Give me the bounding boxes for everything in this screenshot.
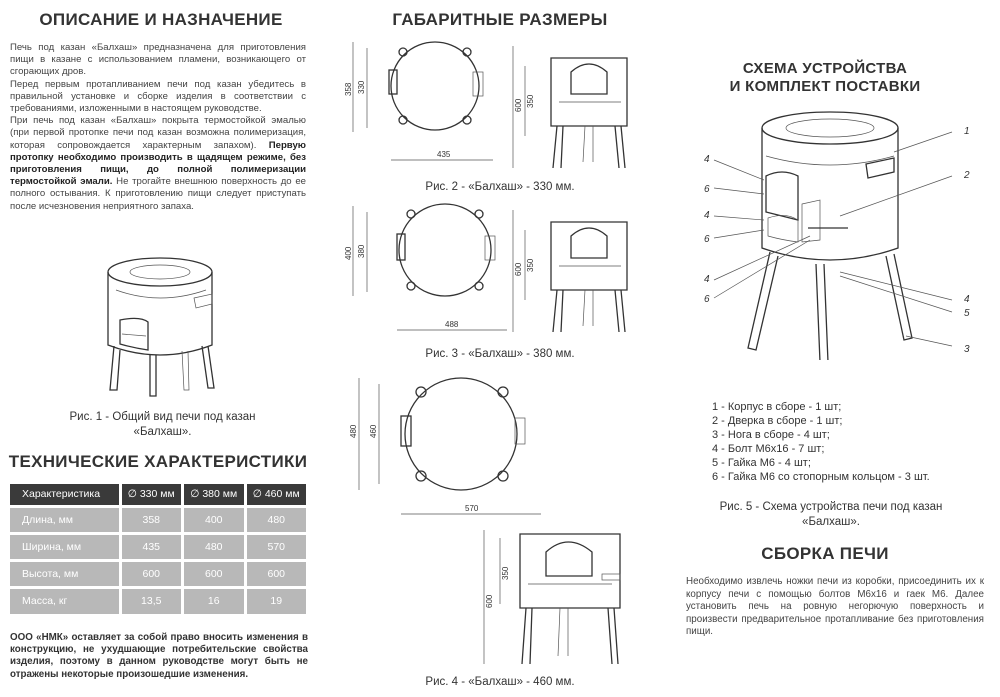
figure-2-drawing: 358 330 435 350 600: [345, 41, 628, 169]
table-row: Длина, мм 358 400 480: [10, 504, 306, 533]
callout-6-b: 6: [704, 234, 710, 245]
table-row: Ширина, мм 435 480 570: [10, 531, 306, 560]
callout-4-c: 4: [704, 274, 710, 285]
figure-5-caption: Рис. 5 - Схема устройства печи под казан…: [719, 501, 943, 528]
list-item: 3 - Нога в сборе - 4 шт;: [712, 429, 830, 441]
fig2-dim-outer: 358: [345, 82, 353, 96]
table-header-row: Характеристика ∅ 330 мм ∅ 380 мм ∅ 460 м…: [10, 484, 306, 506]
table-cell: 480: [181, 531, 245, 560]
scheme-title-line1: СХЕМА УСТРОЙСТВА: [742, 60, 908, 77]
fig3-dim-outer: 400: [345, 246, 353, 260]
figure-4-caption: Рис. 4 - «Балхаш» - 460 мм.: [425, 676, 575, 688]
dimensions-title: ГАБАРИТНЫЕ РАЗМЕРЫ: [392, 10, 608, 29]
table-cell: 480: [243, 504, 306, 533]
callout-4-b: 4: [704, 210, 710, 221]
callout-6-c: 6: [704, 294, 710, 305]
fig4-dim-width: 570: [465, 504, 479, 513]
description-p1: Печь под казан «Балхаш» предназначена дл…: [10, 42, 306, 78]
fig2-dim-h1: 350: [526, 94, 535, 108]
fig2-dim-width: 435: [437, 150, 451, 159]
table-cell: 358: [118, 504, 183, 533]
list-item: 2 - Дверка в сборе - 1 шт;: [712, 415, 843, 427]
table-row: Высота, мм 600 600 600: [10, 558, 306, 587]
fig4-dim-h2: 600: [485, 594, 494, 608]
assembly-title: СБОРКА ПЕЧИ: [761, 544, 889, 563]
list-item: 6 - Гайка М6 со стопорным кольцом - 3 шт…: [712, 471, 930, 483]
table-cell: 600: [243, 558, 306, 587]
table-cell: 600: [118, 558, 183, 587]
list-item: 5 - Гайка М6 - 4 шт;: [712, 457, 811, 469]
table-cell: Ширина, мм: [10, 531, 120, 560]
figure-3-caption: Рис. 3 - «Балхаш» - 380 мм.: [425, 348, 575, 360]
callout-5: 5: [964, 308, 970, 319]
callout-2: 2: [963, 170, 970, 181]
table-header-cell: ∅ 330 мм: [118, 484, 183, 506]
table-header-cell: Характеристика: [10, 484, 120, 506]
figure-4-side-view: 350 600: [483, 530, 621, 665]
figure-5-scheme-drawing: 1 2 4 5 3 4 6 4 6 4 6: [704, 111, 970, 360]
fig2-dim-h2: 600: [514, 98, 523, 112]
table-cell: 570: [243, 531, 306, 560]
description-p2: Перед первым протапливанием печи под каз…: [10, 78, 306, 115]
table-cell: Высота, мм: [10, 558, 120, 587]
table-cell: 16: [181, 585, 245, 614]
fig4-dim-outer: 480: [349, 424, 358, 438]
description-title: ОПИСАНИЕ И НАЗНАЧЕНИЕ: [39, 10, 283, 29]
callout-4-right: 4: [964, 294, 970, 305]
table-cell: 19: [243, 585, 306, 614]
table-cell: 435: [118, 531, 183, 560]
table-cell: Длина, мм: [10, 504, 120, 533]
table-cell: 13,5: [118, 585, 183, 614]
callout-3: 3: [964, 344, 970, 355]
figure-1-general-view: [107, 257, 215, 397]
tech-specs-title: ТЕХНИЧЕСКИЕ ХАРАКТЕРИСТИКИ: [8, 452, 308, 471]
description-p3b-bold: Первую протопку необходимо производить в…: [10, 139, 306, 188]
callout-4-a: 4: [704, 154, 710, 165]
disclaimer-text: ООО «НМК» оставляет за собой право вноси…: [10, 632, 308, 680]
list-item: 4 - Болт М6х16 - 7 шт;: [712, 443, 825, 455]
table-cell: 600: [181, 558, 245, 587]
table-header-cell: ∅ 380 мм: [181, 484, 245, 506]
fig3-dim-h2: 600: [514, 262, 523, 276]
fig2-dim-inner: 330: [357, 80, 366, 94]
description-p3c: Не трогайте внешнюю поверхность до ее по…: [10, 176, 307, 212]
figure-1-caption: Рис. 1 - Общий вид печи под казан «Балха…: [69, 411, 256, 438]
description-text: Печь под казан «Балхаш» предназначена дл…: [10, 42, 306, 213]
figure-4-top-view: 480 460 570: [349, 377, 541, 515]
fig3-dim-h1: 350: [526, 258, 535, 272]
fig3-dim-width: 488: [445, 320, 459, 329]
tech-specs-table: Характеристика ∅ 330 мм ∅ 380 мм ∅ 460 м…: [10, 484, 306, 614]
table-row: Масса, кг 13,5 16 19: [10, 585, 306, 614]
scheme-title-line2: И КОМПЛЕКТ ПОСТАВКИ: [729, 78, 921, 95]
list-item: 1 - Корпус в сборе - 1 шт;: [712, 401, 842, 413]
figure-2-caption: Рис. 2 - «Балхаш» - 330 мм.: [425, 181, 575, 193]
table-cell: 400: [181, 504, 245, 533]
callout-6-a: 6: [704, 184, 710, 195]
assembly-text: Необходимо извлечь ножки печи из коробки…: [686, 576, 984, 637]
table-header-cell: ∅ 460 мм: [243, 484, 306, 506]
parts-list: 1 - Корпус в сборе - 1 шт; 2 - Дверка в …: [712, 400, 982, 484]
figure-3-drawing: 400 380 488 350 600: [345, 203, 628, 333]
table-cell: Масса, кг: [10, 585, 120, 614]
fig4-dim-h1: 350: [501, 566, 510, 580]
description-p3a: При печь под казан «Балхаш» покрыта терм…: [10, 115, 306, 151]
fig3-dim-inner: 380: [357, 244, 366, 258]
callout-1: 1: [964, 126, 970, 137]
fig4-dim-inner: 460: [369, 424, 378, 438]
